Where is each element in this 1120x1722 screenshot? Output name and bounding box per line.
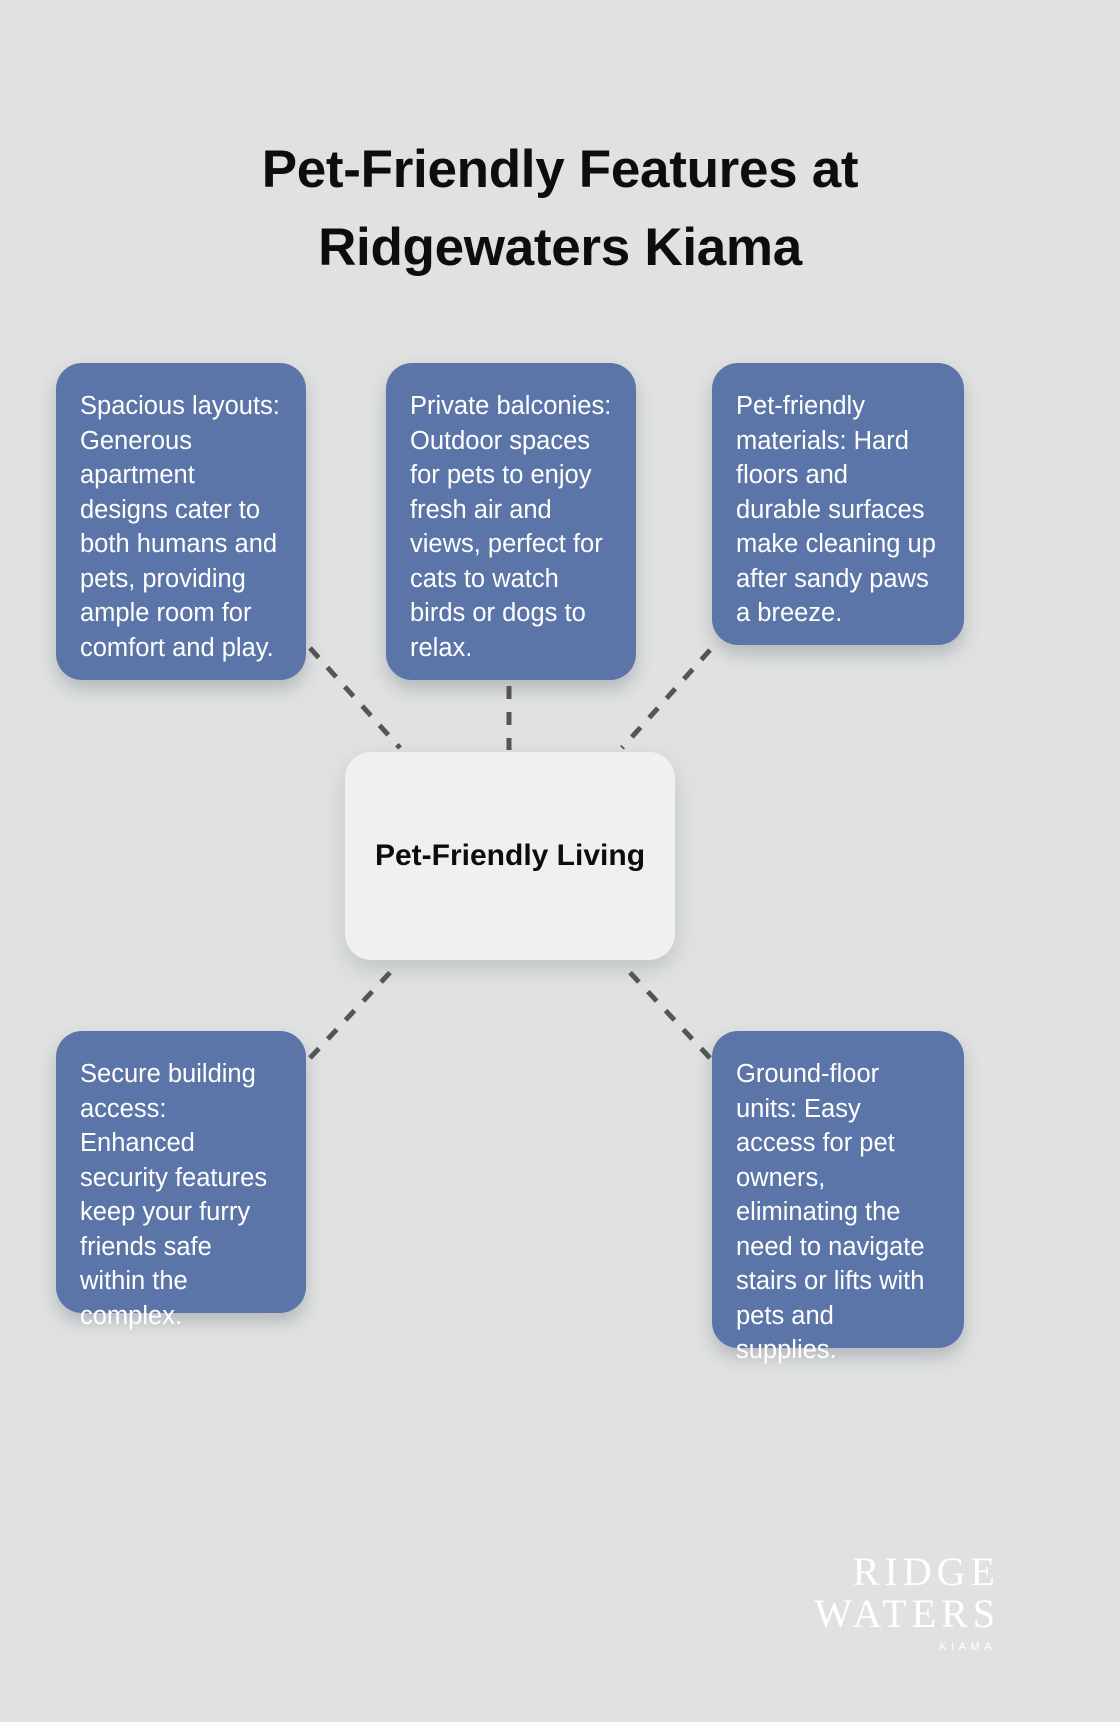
feature-card-text: Spacious layouts: Generous apartment des… [80, 392, 280, 662]
feature-card-pet-friendly-materials[interactable]: Pet-friendly materials: Hard floors and … [712, 363, 964, 645]
connector-line-secure-building-access [308, 962, 400, 1060]
ridgewaters-logo: RIDGE WATERS KIAMA [800, 1549, 1000, 1654]
feature-card-text: Private balconies: Outdoor spaces for pe… [410, 392, 612, 662]
feature-card-ground-floor-units[interactable]: Ground-floor units: Easy access for pet … [712, 1031, 964, 1364]
logo-line-waters: WATERS [814, 1591, 1000, 1636]
feature-card-text: Secure building access: Enhanced securit… [80, 1060, 268, 1330]
feature-card-private-balconies[interactable]: Private balconies: Outdoor spaces for pe… [386, 363, 636, 680]
feature-card-text: Ground-floor units: Easy access for pet … [736, 1060, 925, 1365]
logo-line-ridge: RIDGE [852, 1549, 1000, 1594]
feature-card-text: Pet-friendly materials: Hard floors and … [736, 392, 936, 628]
connector-line-ground-floor-units [620, 962, 712, 1060]
page-title: Pet-Friendly Features at Ridgewaters Kia… [261, 139, 859, 277]
center-node-label: Pet-Friendly Living [374, 839, 646, 873]
logo-subtitle-kiama: KIAMA [939, 1641, 996, 1654]
center-node-pet-friendly-living[interactable]: Pet-Friendly Living [345, 752, 675, 960]
connector-line-spacious-layouts [308, 646, 402, 750]
feature-card-spacious-layouts[interactable]: Spacious layouts: Generous apartment des… [56, 363, 306, 680]
feature-card-secure-building-access[interactable]: Secure building access: Enhanced securit… [56, 1031, 306, 1330]
connector-line-pet-friendly-materials [620, 648, 712, 750]
